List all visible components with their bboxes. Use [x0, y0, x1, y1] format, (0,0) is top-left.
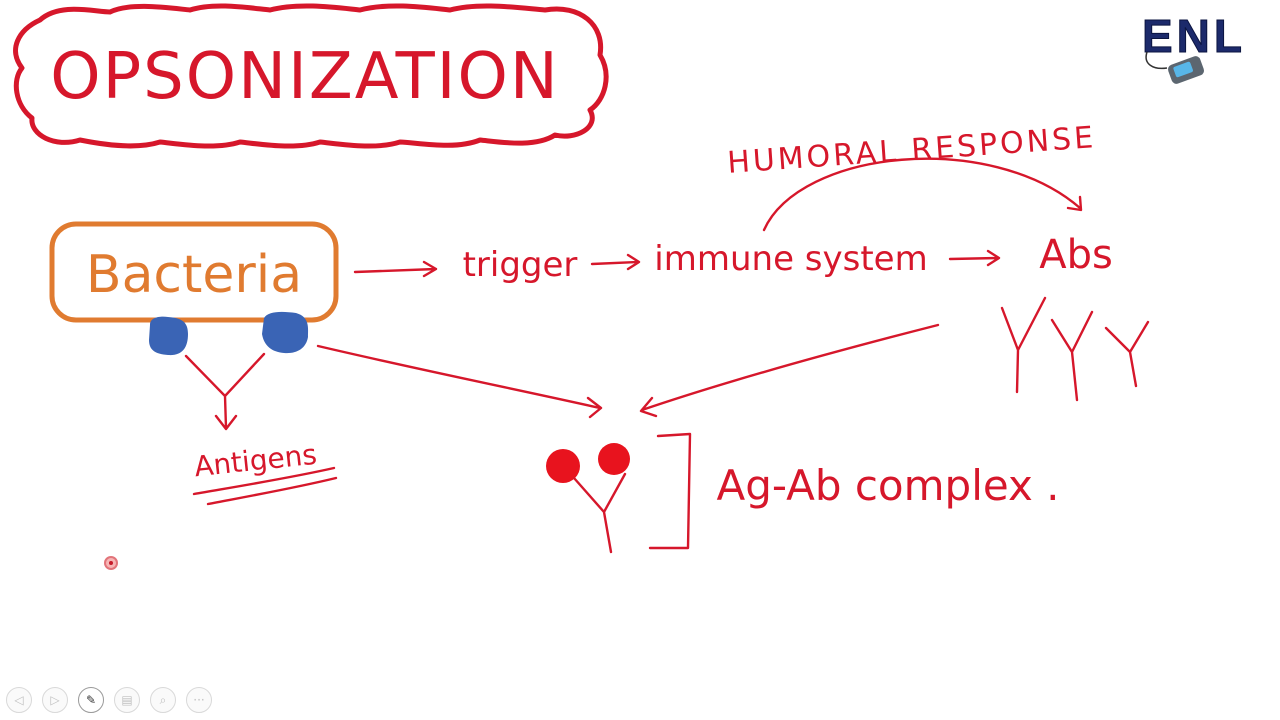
antibody-3	[1104, 320, 1150, 388]
title-cloud	[13, 3, 609, 149]
bacteria-box	[49, 221, 339, 323]
more-icon: ···	[193, 693, 205, 707]
laser-pointer-icon	[104, 556, 118, 570]
complex-bracket	[648, 432, 692, 550]
bacteria-label: Bacteria	[86, 245, 302, 305]
arrow-antibody-complex	[639, 323, 940, 418]
antibody-1	[1000, 296, 1047, 394]
immune-system-label: immune system	[654, 239, 927, 279]
more-button[interactable]: ···	[186, 687, 212, 713]
next-icon: ▷	[50, 693, 60, 707]
trigger-label: trigger	[463, 245, 578, 285]
arrow-antigen-complex	[316, 344, 603, 419]
pen-button[interactable]: ✎	[78, 687, 104, 713]
arrow-trigger-immune	[590, 253, 641, 271]
antigen-blob-right	[262, 311, 309, 354]
abs-label: Abs	[1039, 232, 1113, 278]
arrow-immune-abs	[948, 249, 1001, 267]
humoral-response-label: HUMORAL RESPONSE	[726, 120, 1097, 181]
slideshow-toolbar: ◁ ▷ ✎ ▤ ⌕ ···	[6, 686, 212, 714]
complex-label: Ag-Ab complex .	[716, 461, 1059, 510]
antigen-connector	[184, 352, 266, 431]
logo-text: ENL	[1142, 12, 1246, 62]
antigen-blob-left	[149, 316, 188, 356]
page-title: OPSONIZATION	[50, 40, 560, 114]
arrow-bacteria-trigger	[353, 260, 438, 278]
complex-antigen-right	[598, 443, 630, 475]
previous-icon: ◁	[14, 693, 24, 707]
slides-button[interactable]: ▤	[114, 687, 140, 713]
next-button[interactable]: ▷	[42, 687, 68, 713]
humoral-arc	[762, 157, 1083, 232]
enl-logo: ENL	[1142, 12, 1246, 84]
prev-button[interactable]: ◁	[6, 687, 32, 713]
antibody-2	[1050, 310, 1094, 402]
pen-icon: ✎	[85, 693, 97, 707]
complex-antigen-left	[546, 449, 580, 483]
slides-icon: ▤	[121, 693, 133, 707]
complex-antibody	[572, 472, 627, 554]
logo-screen-icon	[1173, 61, 1193, 78]
zoom-button[interactable]: ⌕	[150, 687, 176, 713]
antigens-underline	[192, 466, 338, 506]
antigens-label: Antigens	[193, 438, 319, 484]
logo-cable-icon	[1145, 51, 1168, 70]
zoom-icon: ⌕	[159, 692, 167, 707]
